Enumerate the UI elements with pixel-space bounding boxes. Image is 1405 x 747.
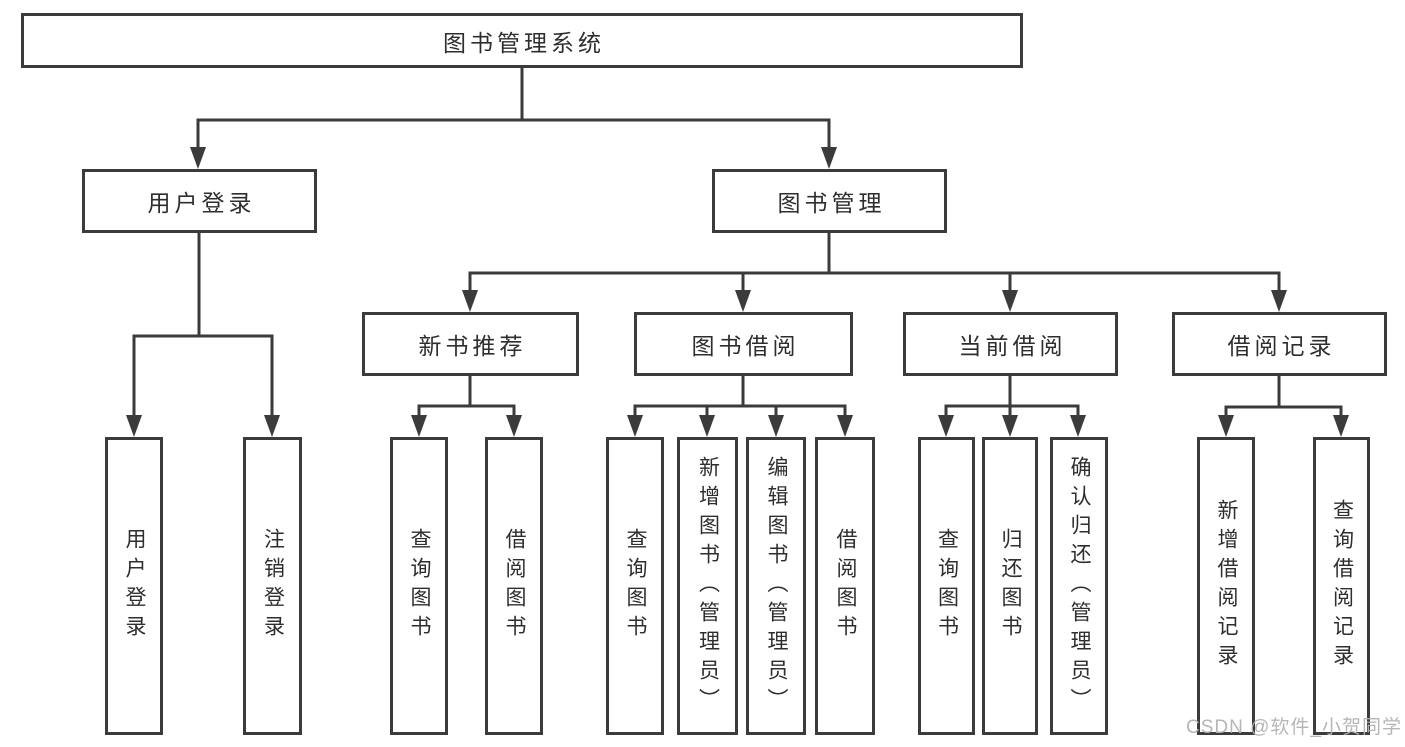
leaf-label: 查询图书: [408, 528, 432, 644]
leaf-recommend-query-books: 查询图书: [390, 437, 448, 735]
leaf-borrow-add-books-admin: 新增图书（管理员）: [677, 437, 738, 735]
node-label: 新书推荐: [418, 333, 527, 359]
leaf-current-query-books: 查询图书: [918, 437, 975, 735]
leaf-borrow-borrow-books: 借阅图书: [815, 437, 875, 735]
leaf-label: 借阅图书: [834, 528, 858, 644]
node-label: 借阅记录: [1227, 333, 1336, 359]
csdn-watermark: CSDN @软件_小贺同学: [1186, 717, 1402, 738]
node-current-borrow: 当前借阅: [903, 312, 1118, 376]
leaf-label: 借阅图书: [503, 528, 527, 644]
leaf-user-login: 用户登录: [105, 437, 163, 735]
node-book-management: 图书管理: [712, 169, 947, 233]
node-label: 图书管理系统: [443, 29, 605, 56]
leaf-label: 编辑图书（管理员）: [765, 455, 789, 717]
leaf-label: 查询借阅记录: [1330, 499, 1354, 673]
leaf-logout: 注销登录: [243, 437, 302, 735]
node-label: 图书借阅: [691, 333, 800, 359]
leaf-records-query-record: 查询借阅记录: [1313, 437, 1370, 735]
leaf-label: 用户登录: [123, 528, 147, 644]
leaf-recommend-borrow-books: 借阅图书: [485, 437, 543, 735]
node-label: 用户登录: [147, 190, 256, 216]
node-label: 当前借阅: [958, 333, 1067, 359]
node-library-management-system: 图书管理系统: [21, 13, 1023, 68]
node-user-login: 用户登录: [82, 169, 317, 233]
leaf-label: 新增借阅记录: [1215, 499, 1239, 673]
leaf-current-confirm-return-admin: 确认归还（管理员）: [1050, 437, 1108, 735]
leaf-label: 查询图书: [935, 528, 959, 644]
node-label: 图书管理: [777, 190, 886, 216]
leaf-borrow-edit-books-admin: 编辑图书（管理员）: [746, 437, 806, 735]
leaf-current-return-books: 归还图书: [982, 437, 1038, 735]
leaf-label: 查询图书: [624, 528, 648, 644]
leaf-label: 确认归还（管理员）: [1068, 455, 1092, 717]
leaf-label: 注销登录: [261, 528, 285, 644]
node-book-borrow: 图书借阅: [634, 312, 853, 376]
node-new-book-recommend: 新书推荐: [362, 312, 579, 376]
leaf-borrow-query-books: 查询图书: [606, 437, 664, 735]
node-borrow-records: 借阅记录: [1172, 312, 1387, 376]
leaf-records-add-record: 新增借阅记录: [1197, 437, 1255, 735]
leaf-label: 新增图书（管理员）: [696, 455, 720, 717]
leaf-label: 归还图书: [999, 528, 1023, 644]
